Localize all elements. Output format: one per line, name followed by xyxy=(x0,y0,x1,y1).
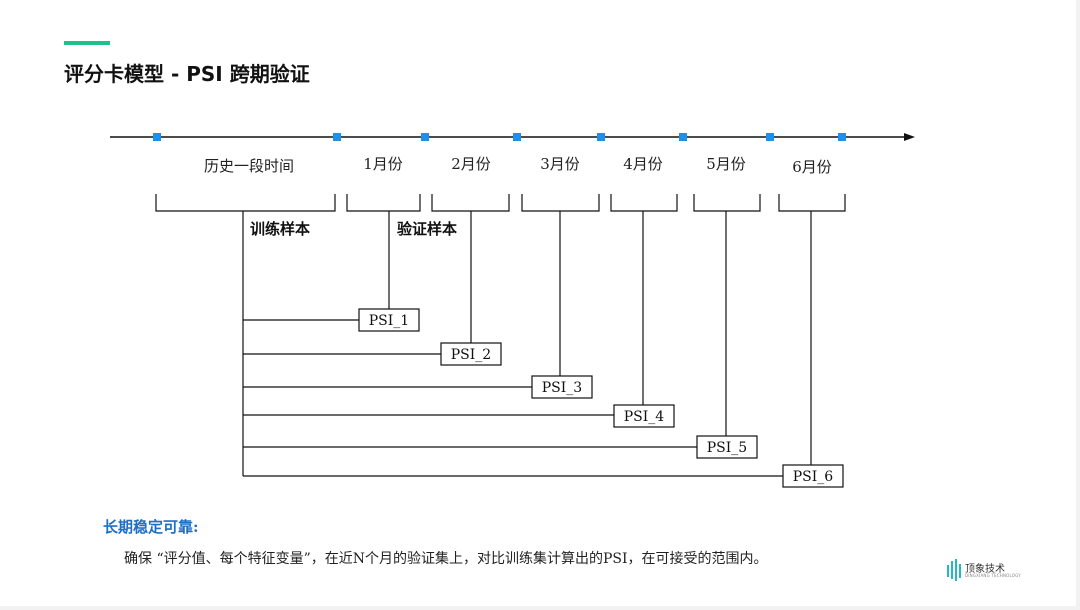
psi-label-3: PSI_3 xyxy=(542,380,582,396)
psi-box-4: PSI_4 xyxy=(613,404,675,428)
timeline-marker xyxy=(766,133,774,141)
logo-name: 顶象技术 xyxy=(965,564,1005,575)
note-heading: 长期稳定可靠: xyxy=(103,518,199,536)
psi-box-5: PSI_5 xyxy=(696,435,758,459)
timeline-marker xyxy=(153,133,161,141)
timeline-marker xyxy=(333,133,341,141)
psi-box-6: PSI_6 xyxy=(782,464,844,488)
period-label-history: 历史一段时间 xyxy=(204,157,294,175)
period-label-month-3: 3月份 xyxy=(540,155,580,173)
brace-month-4 xyxy=(610,194,678,212)
psi-box-3: PSI_3 xyxy=(531,375,593,399)
timeline-marker xyxy=(421,133,429,141)
brace-month-5 xyxy=(693,194,761,212)
period-label-month-5: 5月份 xyxy=(706,155,746,173)
psi-label-2: PSI_2 xyxy=(451,347,491,363)
note-text: 确保 “评分值、每个特征变量”，在近N个月的验证集上，对比训练集计算出的PSI，… xyxy=(124,551,768,567)
brace-history xyxy=(155,194,336,212)
title-accent-bar xyxy=(64,41,110,45)
period-label-month-2: 2月份 xyxy=(451,155,491,173)
period-label-month-6: 6月份 xyxy=(792,158,832,176)
brace-month-3 xyxy=(521,194,600,212)
psi-label-4: PSI_4 xyxy=(624,409,665,425)
brace-month-6 xyxy=(778,194,846,212)
psi-label-1: PSI_1 xyxy=(369,313,409,329)
brace-month-2 xyxy=(431,194,510,212)
period-label-month-1: 1月份 xyxy=(363,155,403,173)
psi-label-5: PSI_5 xyxy=(707,440,747,456)
timeline-marker xyxy=(838,133,846,141)
psi-box-1: PSI_1 xyxy=(358,308,420,332)
timeline-arrow-icon xyxy=(904,133,915,141)
psi-label-6: PSI_6 xyxy=(793,469,834,485)
psi-box-2: PSI_2 xyxy=(440,342,502,366)
company-logo: 顶象技术 DINGXIANG TECHNOLOGY xyxy=(947,557,1027,583)
page-title: 评分卡模型 - PSI 跨期验证 xyxy=(64,62,310,86)
train-sample-label: 训练样本 xyxy=(250,220,310,238)
brace-month-1 xyxy=(346,194,421,212)
timeline-marker xyxy=(597,133,605,141)
validation-sample-label: 验证样本 xyxy=(397,220,457,238)
logo-tagline: DINGXIANG TECHNOLOGY xyxy=(965,573,1021,578)
timeline-marker xyxy=(679,133,687,141)
period-label-month-4: 4月份 xyxy=(623,155,663,173)
timeline-marker xyxy=(513,133,521,141)
